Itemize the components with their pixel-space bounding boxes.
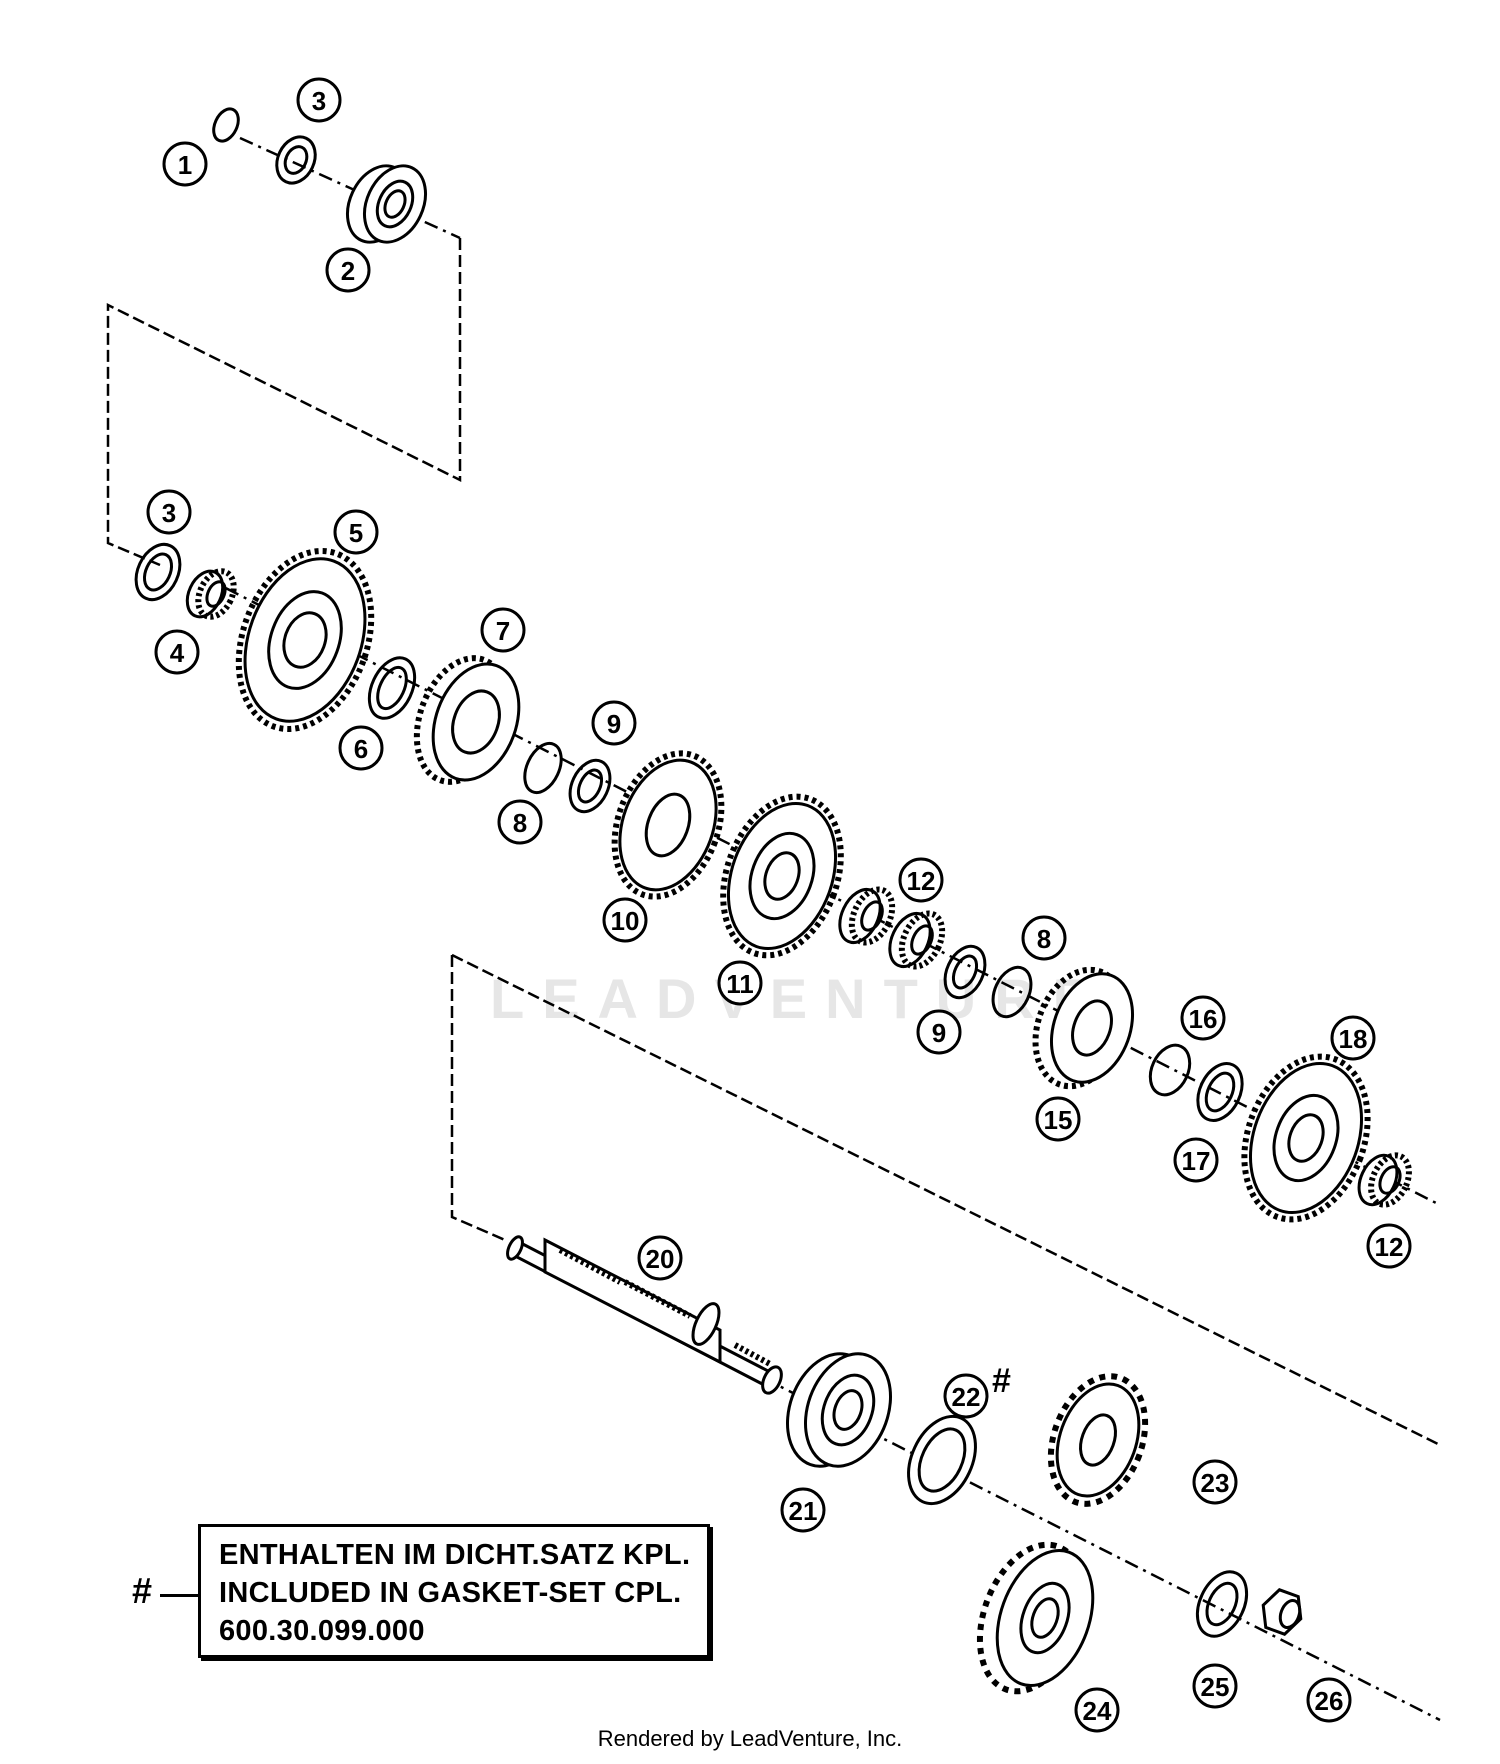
- callout-26: 26: [1306, 1677, 1352, 1723]
- part-sprocket-24: [976, 1541, 1095, 1695]
- part-circlip-8a: [523, 741, 563, 795]
- callout-6: 6: [338, 725, 384, 771]
- svg-text:1: 1: [178, 150, 192, 180]
- note-line-english: INCLUDED IN GASKET-SET CPL.: [219, 1577, 682, 1609]
- svg-text:6: 6: [354, 734, 368, 764]
- part-gear-18: [1241, 1053, 1371, 1223]
- callout-12a: 12: [898, 857, 944, 903]
- part-washer-9b: [943, 944, 987, 1000]
- svg-text:11: 11: [726, 969, 754, 999]
- callout-24: 24: [1074, 1687, 1120, 1733]
- callout-4: 4: [154, 629, 200, 675]
- callout-3a: 3: [296, 77, 342, 123]
- part-needle-bearing-12b: [888, 910, 946, 970]
- callout-11: 11: [717, 960, 763, 1006]
- note-leader-line: [160, 1594, 198, 1597]
- svg-text:4: 4: [170, 638, 185, 668]
- part-needle-bearing-12c: [1357, 1152, 1412, 1208]
- callout-17: 17: [1173, 1137, 1219, 1183]
- part-gear-10: [611, 750, 725, 900]
- part-nut-26: [1261, 1588, 1303, 1636]
- callout-18: 18: [1330, 1015, 1376, 1061]
- part-sprocket-23: [1047, 1373, 1149, 1507]
- callout-2: 2: [325, 247, 371, 293]
- svg-text:22: 22: [952, 1382, 981, 1412]
- part-sliding-gear-7: [413, 655, 521, 785]
- part-washer-6: [367, 656, 417, 720]
- svg-text:18: 18: [1339, 1024, 1368, 1054]
- svg-text:26: 26: [1315, 1686, 1344, 1716]
- callout-5: 5: [333, 509, 379, 555]
- part-bearing-21: [785, 1352, 893, 1468]
- part-circlip-1: [212, 107, 240, 143]
- svg-text:2: 2: [341, 256, 355, 286]
- callout-10: 10: [602, 897, 648, 943]
- callout-15: 15: [1035, 1096, 1081, 1142]
- callout-8b: 8: [1021, 915, 1067, 961]
- callout-12b: 12: [1366, 1223, 1412, 1269]
- callout-9a: 9: [591, 700, 637, 746]
- svg-text:16: 16: [1189, 1004, 1218, 1034]
- note-line-german: ENTHALTEN IM DICHT.SATZ KPL.: [219, 1539, 691, 1571]
- part-needle-bearing-12a: [838, 886, 896, 946]
- part-washer-17: [1196, 1062, 1244, 1122]
- gasket-set-note: ENTHALTEN IM DICHT.SATZ KPL. INCLUDED IN…: [198, 1524, 710, 1658]
- note-hash: #: [132, 1570, 153, 1611]
- svg-text:9: 9: [607, 709, 621, 739]
- svg-text:10: 10: [611, 906, 640, 936]
- callout-8a: 8: [497, 799, 543, 845]
- svg-text:8: 8: [513, 808, 527, 838]
- part-circlip-16: [1148, 1043, 1192, 1097]
- callout-1: 1: [162, 141, 208, 187]
- callout-23: 23: [1192, 1459, 1238, 1505]
- callout-3b: 3: [146, 489, 192, 535]
- assembly-lines: [106, 136, 1441, 1722]
- part-seal-22: [907, 1414, 977, 1506]
- watermark: LEADVENTURE: [490, 967, 1108, 1030]
- footer-credit: Rendered by LeadVenture, Inc.: [597, 1726, 903, 1751]
- callout-7: 7: [480, 607, 526, 653]
- svg-text:12: 12: [907, 866, 936, 896]
- callout-21: 21: [780, 1487, 826, 1533]
- svg-text:3: 3: [312, 86, 326, 116]
- part-main-shaft-20: [506, 1235, 783, 1395]
- part-washer-9a: [568, 758, 612, 814]
- svg-text:9: 9: [932, 1018, 946, 1048]
- part-circlip-8b: [991, 965, 1033, 1019]
- svg-text:7: 7: [496, 616, 510, 646]
- callout-22: 22: [943, 1373, 989, 1419]
- part-bearing-2: [346, 164, 427, 244]
- part-lock-washer-25: [1195, 1570, 1249, 1638]
- part-washer-3a: [275, 135, 317, 185]
- callout-25: 25: [1192, 1663, 1238, 1709]
- svg-text:20: 20: [646, 1244, 675, 1274]
- callout-20: 20: [637, 1235, 683, 1281]
- part-gear-11: [720, 793, 844, 959]
- svg-text:21: 21: [789, 1496, 818, 1526]
- svg-text:5: 5: [349, 518, 363, 548]
- svg-text:24: 24: [1083, 1696, 1112, 1726]
- svg-text:23: 23: [1201, 1468, 1230, 1498]
- svg-text:8: 8: [1037, 924, 1051, 954]
- part-gear-15: [1032, 966, 1135, 1090]
- gasket-hash-mark: #: [992, 1362, 1011, 1400]
- part-gear-5: [235, 547, 375, 733]
- part-needle-bearing-4: [185, 568, 237, 620]
- svg-text:3: 3: [162, 498, 176, 528]
- callout-9b: 9: [916, 1009, 962, 1055]
- svg-text:15: 15: [1044, 1105, 1073, 1135]
- note-part-number: 600.30.099.000: [219, 1615, 425, 1647]
- svg-text:25: 25: [1201, 1672, 1230, 1702]
- svg-text:17: 17: [1182, 1146, 1211, 1176]
- svg-text:12: 12: [1375, 1232, 1404, 1262]
- part-washer-3b: [134, 542, 182, 602]
- callout-16: 16: [1180, 995, 1226, 1041]
